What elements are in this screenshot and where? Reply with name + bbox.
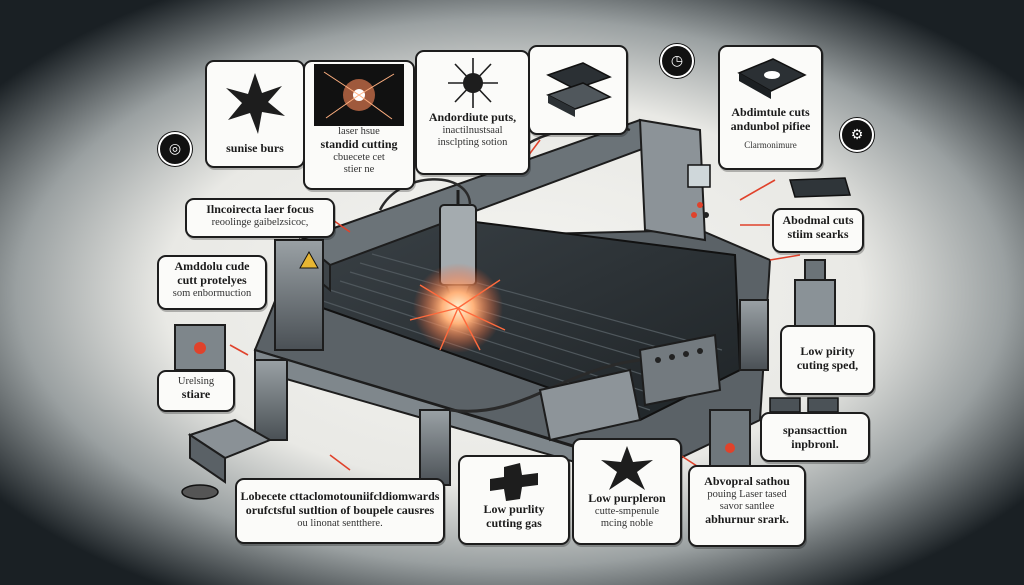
abdim-sub: Clarmonimure (744, 139, 797, 150)
laser-issue-line2: standid cutting (320, 137, 398, 152)
abdim-line1: Abdimtule cuts (731, 105, 810, 119)
callout-adnorm-puts: Andordiute puts, inactilnustsaal insclpt… (415, 50, 530, 175)
clock-icon: ◷ (660, 44, 694, 78)
incorrect-focus-line2: reoolinge gaibelzsicoc, (211, 216, 309, 228)
callout-lobecete: Lobecete cttaclomotouniifcldiomwards oru… (235, 478, 445, 544)
lobecete-line1: Lobecete cttaclomotouniifcldiomwards (240, 489, 440, 503)
lobecete-line2: orufctsful sutltion of boupele causres (245, 502, 435, 517)
cross-plate-icon (490, 463, 538, 501)
amdolu-line2: cutt protelyes (177, 272, 247, 287)
plate-stack-icon (546, 62, 612, 117)
control-tower (638, 118, 707, 242)
callout-low-purity-speed: Low pirity cuting sped, (780, 325, 875, 395)
control-box (538, 368, 642, 442)
lobecete-line3: ou linonat sentthere. (297, 517, 383, 529)
callout-low-purity-gas: Low purlity cutting gas (458, 455, 570, 545)
burr-shape-icon (226, 73, 285, 134)
urelsing-line1: Urelsing (177, 376, 215, 387)
abvopral-line4: abhurnur srark. (705, 511, 789, 526)
callout-abdim-cuts: Abdimtule cuts andunbol pifiee Clarmonim… (718, 45, 823, 170)
callout-abvopral: Abvopral sathou pouing Laser tased savor… (688, 465, 806, 547)
callout-abdmal-cuts: Abodmal cuts stiim searks (772, 208, 864, 253)
callout-laser-issue: laser hsue standid cutting cbuecete cet … (303, 60, 415, 190)
adnorm-line3: insclpting sotion (437, 136, 508, 148)
low-purpleron-line1: Low purpleron (588, 491, 666, 505)
adnorm-line1: Andordiute puts, (428, 110, 517, 124)
callout-plates (528, 45, 628, 135)
low-purity-gas-line1: Low purlity (483, 502, 545, 516)
target-icon: ◎ (158, 132, 192, 166)
gear-icon: ⚙ (840, 118, 874, 152)
adnorm-line2: inactilnustsaal (442, 124, 503, 136)
callout-amdolu: Amddolu cude cutt protelyes som enbormuc… (157, 255, 267, 310)
callout-sunrise-burs: sunise burs (205, 60, 305, 168)
gas-unit (174, 324, 226, 371)
low-purity-speed-line2: cuting sped, (796, 357, 859, 372)
abdmal-cuts-line2: stiim searks (787, 226, 849, 241)
incorrect-focus-line1: Ilncoirecta laer focus (206, 202, 314, 216)
laser-issue-line1: laser hsue (338, 126, 380, 137)
sunrise-burs-label: sunise burs (226, 141, 284, 155)
abvopral-line3: savor santlee (719, 500, 775, 512)
starburst-icon (447, 58, 498, 108)
callout-urelsing: Urelsing stiare (157, 370, 235, 412)
spansaction-line1: spansacttion (782, 423, 847, 437)
abvopral-line2: pouing Laser tased (707, 488, 787, 500)
callout-incorrect-focus: Ilncoirecta laer focus reoolinge gaibelz… (185, 198, 335, 238)
low-purpleron-line3: mcing noble (600, 517, 654, 529)
amdolu-sub: som enbormuction (172, 287, 252, 299)
callout-spansaction: spansacttion inpbronl. (760, 412, 870, 462)
punched-plate-icon (736, 58, 807, 99)
low-purity-speed-line1: Low pirity (800, 344, 855, 358)
callout-low-purpleron: Low purpleron cutte-smpenule mcing noble (572, 438, 682, 545)
laser-issue-line4: stier ne (343, 163, 375, 175)
spansaction-line2: inpbronl. (791, 436, 839, 451)
spark-icon (314, 64, 404, 126)
urelsing-line2: stiare (181, 387, 211, 402)
abdim-line2: andunbol pifiee (730, 118, 811, 133)
abvopral-line1: Abvopral sathou (704, 474, 790, 488)
abdmal-cuts-line1: Abodmal cuts (782, 213, 854, 227)
amdolu-line1: Amddolu cude (174, 259, 250, 273)
laser-issue-line3: cbuecete cet (333, 151, 385, 163)
low-purpleron-line2: cutte-smpenule (594, 505, 660, 517)
low-purity-gas-line2: cutting gas (486, 515, 542, 530)
star-shape-icon (601, 446, 653, 490)
